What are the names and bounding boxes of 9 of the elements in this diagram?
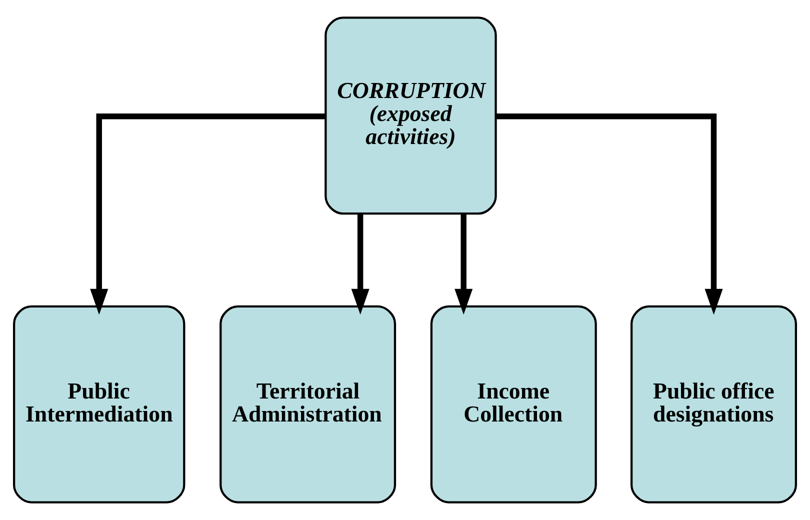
node-box: Territorial Administration (220, 305, 396, 504)
arrow (454, 214, 473, 315)
arrow (351, 214, 370, 315)
node-box: CORRUPTION (exposed activities) (324, 16, 497, 215)
arrow (496, 113, 723, 315)
arrow (90, 113, 326, 315)
node-box: Public Intermediation (12, 305, 186, 504)
node-box: Income Collection (430, 305, 597, 504)
node-box: Public office designations (630, 305, 798, 504)
